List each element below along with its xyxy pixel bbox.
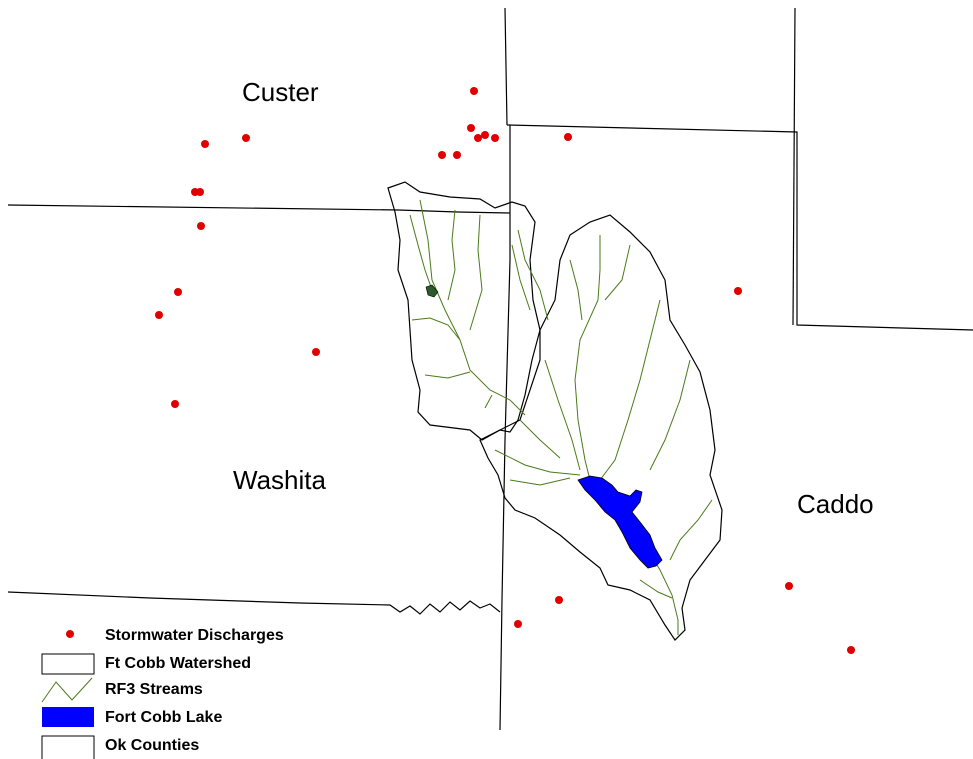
stream-branch-s2 bbox=[639, 579, 673, 599]
stream-branch-e6 bbox=[494, 449, 581, 476]
stream-branch-w6 bbox=[484, 394, 493, 409]
stream-branch-w1 bbox=[409, 214, 433, 291]
legend-item-streams: RF3 Streams bbox=[41, 677, 203, 703]
county-line-custer-washita bbox=[7, 204, 511, 214]
watershed-boundary-west bbox=[387, 181, 541, 441]
stream-branch-e5 bbox=[544, 359, 581, 471]
county-boundaries bbox=[7, 7, 973, 731]
stream-branch-mid1 bbox=[517, 229, 549, 321]
stream-branch-w5 bbox=[424, 371, 471, 379]
discharge-point bbox=[734, 287, 742, 295]
stream-main-east bbox=[574, 235, 601, 481]
discharge-point bbox=[785, 582, 793, 590]
county-line-washita-south bbox=[7, 591, 501, 615]
legend-label-lake: Fort Cobb Lake bbox=[105, 709, 222, 726]
county-line-washita-caddo bbox=[499, 125, 511, 731]
county-line-custer-north-south bbox=[504, 7, 508, 126]
stream-branch-e8 bbox=[519, 419, 561, 459]
red-dot-icon bbox=[66, 630, 74, 638]
stream-line-icon bbox=[41, 677, 93, 703]
discharge-point bbox=[847, 646, 855, 654]
county-outline-icon bbox=[41, 735, 95, 759]
legend-label-counties: Ok Counties bbox=[105, 737, 199, 754]
stormwater-discharges bbox=[155, 87, 855, 654]
stream-branch-e1 bbox=[604, 244, 631, 301]
discharge-point bbox=[470, 87, 478, 95]
stream-branch-w4 bbox=[411, 317, 461, 341]
ft-cobb-watershed bbox=[387, 181, 723, 641]
legend: Stormwater Discharges Ft Cobb Watershed … bbox=[41, 627, 284, 759]
discharge-point bbox=[438, 151, 446, 159]
discharge-point bbox=[242, 134, 250, 142]
watershed-boundary-east bbox=[479, 214, 723, 641]
discharge-point bbox=[312, 348, 320, 356]
county-label-washita: Washita bbox=[233, 465, 326, 495]
county-line-top-east bbox=[792, 7, 796, 326]
stream-branch-w3 bbox=[469, 214, 483, 331]
stream-branch-s1 bbox=[669, 499, 713, 561]
legend-item-lake: Fort Cobb Lake bbox=[42, 707, 222, 727]
small-pond bbox=[425, 284, 439, 298]
county-label-custer: Custer bbox=[242, 77, 319, 107]
stream-branch-e7 bbox=[509, 477, 571, 486]
discharge-point bbox=[491, 134, 499, 142]
discharge-point bbox=[467, 124, 475, 132]
discharge-point bbox=[564, 133, 572, 141]
filled-blue-rectangle-icon bbox=[42, 707, 94, 727]
discharge-point bbox=[474, 134, 482, 142]
discharge-point bbox=[155, 311, 163, 319]
stream-branch-e4 bbox=[649, 359, 691, 471]
stream-branch-w2 bbox=[447, 209, 456, 301]
county-line-custer-caddo bbox=[506, 124, 973, 331]
stream-branch-mid2 bbox=[511, 244, 531, 311]
fort-cobb-lake bbox=[577, 475, 663, 569]
discharge-point bbox=[197, 222, 205, 230]
discharge-point bbox=[196, 188, 204, 196]
discharge-point bbox=[171, 400, 179, 408]
discharge-point bbox=[453, 151, 461, 159]
stream-branch-e2 bbox=[569, 259, 583, 321]
county-label-caddo: Caddo bbox=[797, 489, 874, 519]
legend-item-counties: Ok Counties bbox=[41, 735, 199, 759]
discharge-point bbox=[201, 140, 209, 148]
legend-item-watershed: Ft Cobb Watershed bbox=[41, 653, 251, 675]
stream-branch-e3 bbox=[599, 299, 661, 481]
discharge-point bbox=[481, 131, 489, 139]
legend-label-stormwater: Stormwater Discharges bbox=[105, 627, 284, 644]
rf3-streams bbox=[409, 199, 713, 635]
discharge-point bbox=[514, 620, 522, 628]
hollow-rectangle-icon bbox=[41, 653, 95, 675]
legend-item-stormwater: Stormwater Discharges bbox=[66, 627, 284, 644]
discharge-point bbox=[174, 288, 182, 296]
legend-label-streams: RF3 Streams bbox=[105, 681, 203, 698]
legend-label-watershed: Ft Cobb Watershed bbox=[105, 655, 251, 672]
discharge-point bbox=[555, 596, 563, 604]
